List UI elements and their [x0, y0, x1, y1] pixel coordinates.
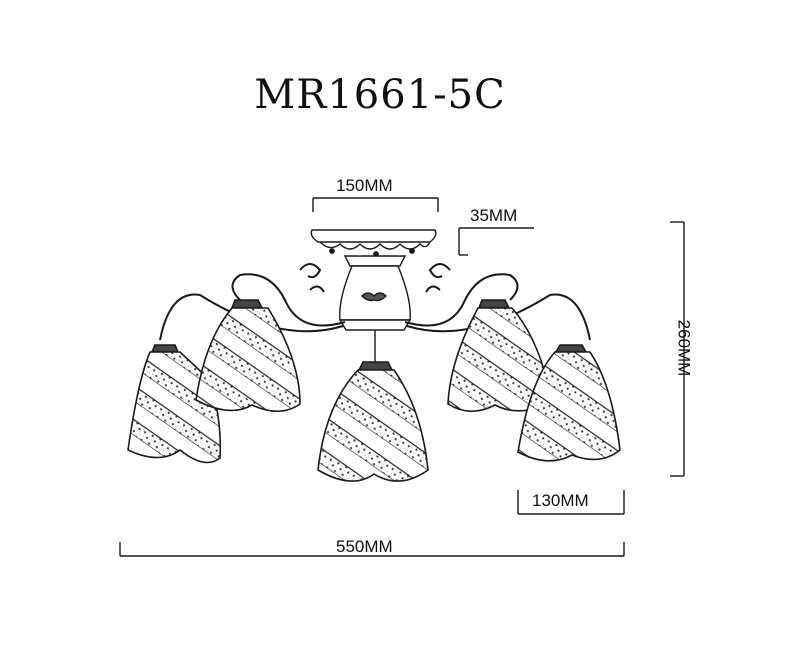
shade-left — [195, 299, 301, 413]
canopy — [310, 229, 437, 267]
dim-total-width: 550MM — [336, 537, 393, 556]
shade-right — [447, 299, 553, 413]
shade-center — [317, 361, 429, 482]
dim-shade-width: 130MM — [532, 491, 589, 510]
dim-top-width: 150MM — [336, 176, 393, 195]
central-body — [338, 265, 412, 362]
model-title: MR1661-5C — [254, 72, 506, 118]
dim-total-height: 260MM — [674, 319, 694, 377]
dimension-lines — [119, 197, 685, 557]
dim-top-height: 35MM — [470, 206, 518, 225]
shade-far-right — [517, 344, 621, 462]
shades — [127, 299, 621, 482]
arms — [159, 263, 591, 341]
shade-far-left — [127, 344, 222, 464]
